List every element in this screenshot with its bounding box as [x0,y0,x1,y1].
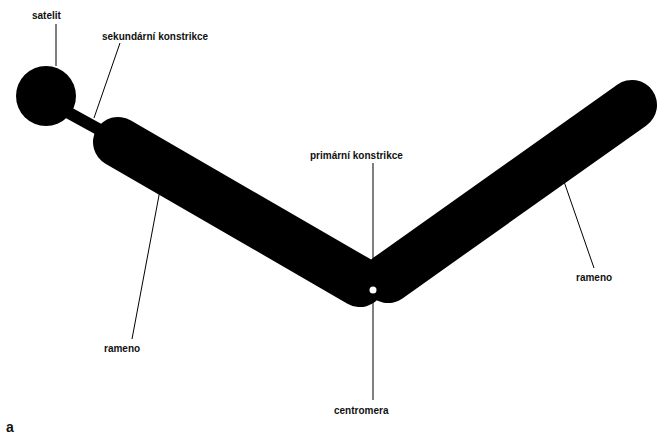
leader-line [132,190,160,339]
part-label: centromera [334,405,388,416]
part-label: rameno [576,272,612,283]
leader-line [94,43,120,118]
leader-line [373,163,374,286]
centromere-dot [370,287,377,294]
part-label: sekundární konstrikce [102,31,208,42]
panel-letter: a [6,420,14,435]
part-label: rameno [104,343,140,354]
chromosome [16,66,632,294]
part-label: primární konstrikce [310,150,403,161]
leader-line [560,170,594,268]
right-arm-shape [388,105,632,278]
leader-lines [56,24,594,400]
leader-line [373,294,374,400]
left-arm-shape [118,142,360,282]
secondary-constriction-neck [60,108,100,130]
part-label: satelit [32,10,61,21]
leader-line [56,24,57,66]
